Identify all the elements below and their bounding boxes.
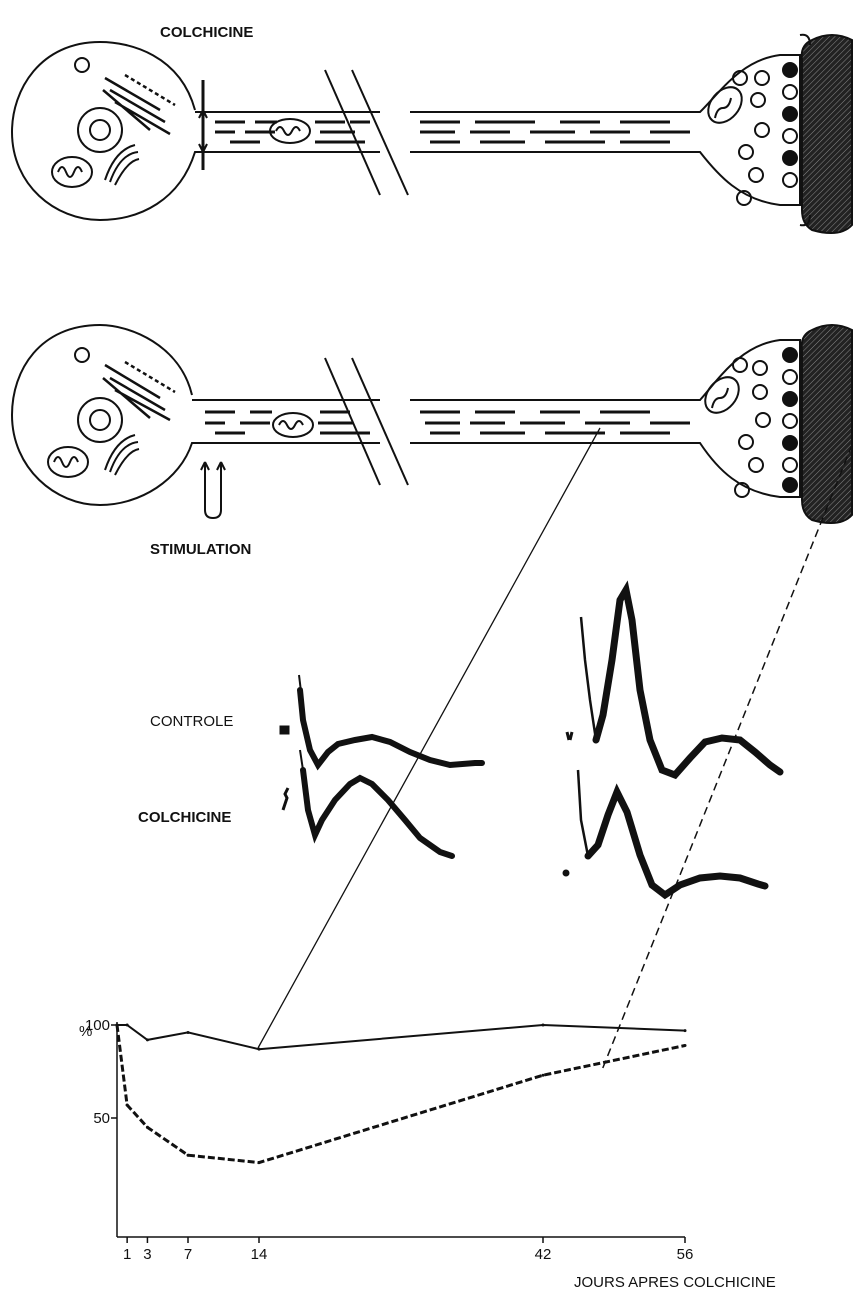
top-title-label: COLCHICINE <box>160 24 253 41</box>
bottom-vesicle-icon <box>75 348 89 362</box>
top-axon-cut-line-2 <box>352 70 408 195</box>
stimulation-label: STIMULATION <box>150 541 251 558</box>
colchicine-56-marker-icon <box>563 870 569 876</box>
top-vesicle-icon <box>75 58 89 72</box>
colchicine-marker-icon <box>283 788 288 810</box>
x-tick-label: 3 <box>143 1246 151 1263</box>
series-line-solid <box>117 1025 685 1049</box>
top-mitochondrion-terminal-icon <box>701 81 748 130</box>
series-point-dashed <box>684 1044 687 1047</box>
top-nucleus <box>78 108 122 152</box>
x-tick-label: 42 <box>535 1246 552 1263</box>
top-microtubules <box>215 122 690 142</box>
controle-56-marker-icon <box>567 732 572 740</box>
series-point-solid <box>126 1024 129 1027</box>
x-tick-label: 56 <box>677 1246 694 1263</box>
top-golgi-icon <box>103 75 175 134</box>
electrophysiology-traces: CONTROLE COLCHICINE <box>138 590 780 895</box>
trace-14d-control <box>300 690 482 765</box>
top-colchicine-block-icon <box>199 80 207 170</box>
bottom-synaptic-vesicles <box>733 348 797 497</box>
colchicine-trace-label: COLCHICINE <box>138 809 231 826</box>
bottom-microtubules <box>205 412 690 433</box>
chart-series <box>116 1024 687 1165</box>
series-point-solid <box>542 1024 545 1027</box>
stimulation-electrode-icon <box>201 462 225 518</box>
connector-lines <box>258 428 852 1070</box>
series-point-solid <box>684 1029 687 1032</box>
top-mitochondrion-soma-icon <box>52 157 92 187</box>
x-axis-title: JOURS APRES COLCHICINE <box>574 1274 776 1291</box>
top-neuron-diagram: COLCHICINE <box>12 24 852 233</box>
series-point-dashed <box>542 1074 545 1077</box>
bottom-mitochondrion-terminal-icon <box>698 371 745 420</box>
series-point-solid <box>146 1038 149 1041</box>
bottom-mitochondrion-axon-icon <box>273 413 313 437</box>
series-point-solid <box>258 1048 261 1051</box>
bottom-target-membrane <box>802 325 852 523</box>
y-tick-label: 100 <box>85 1017 110 1034</box>
bottom-nucleus <box>78 398 122 442</box>
top-mitochondrion-soma2-icon <box>105 145 139 185</box>
trace-56d-control <box>596 590 780 775</box>
x-tick-label: 1 <box>123 1246 131 1263</box>
bottom-golgi-icon <box>103 362 175 420</box>
trace-56d-colchicine <box>588 792 765 895</box>
connector-line-56d <box>602 445 852 1070</box>
controle-marker-icon <box>280 726 289 734</box>
series-point-dashed <box>187 1154 190 1157</box>
bottom-mitochondrion-soma-icon <box>48 447 88 477</box>
series-point-solid <box>187 1031 190 1034</box>
bottom-mitochondrion-soma2-icon <box>105 435 139 475</box>
top-target-membrane <box>802 35 852 233</box>
bottom-nucleolus <box>90 410 110 430</box>
series-point-dashed <box>116 1024 119 1027</box>
top-nucleolus <box>90 120 110 140</box>
series-point-dashed <box>146 1126 149 1129</box>
controle-label: CONTROLE <box>150 713 233 730</box>
x-tick-label: 7 <box>184 1246 192 1263</box>
y-tick-label: 50 <box>93 1110 110 1127</box>
x-tick-label: 14 <box>251 1246 268 1263</box>
bottom-axon-cut-line-2 <box>352 358 408 485</box>
trace-14d-colchicine <box>303 770 452 856</box>
series-point-dashed <box>258 1161 261 1164</box>
top-synaptic-vesicles <box>733 63 797 205</box>
bottom-neuron-diagram: STIMULATION <box>12 325 852 558</box>
series-point-dashed <box>126 1103 129 1106</box>
series-line-dashed <box>117 1025 685 1163</box>
